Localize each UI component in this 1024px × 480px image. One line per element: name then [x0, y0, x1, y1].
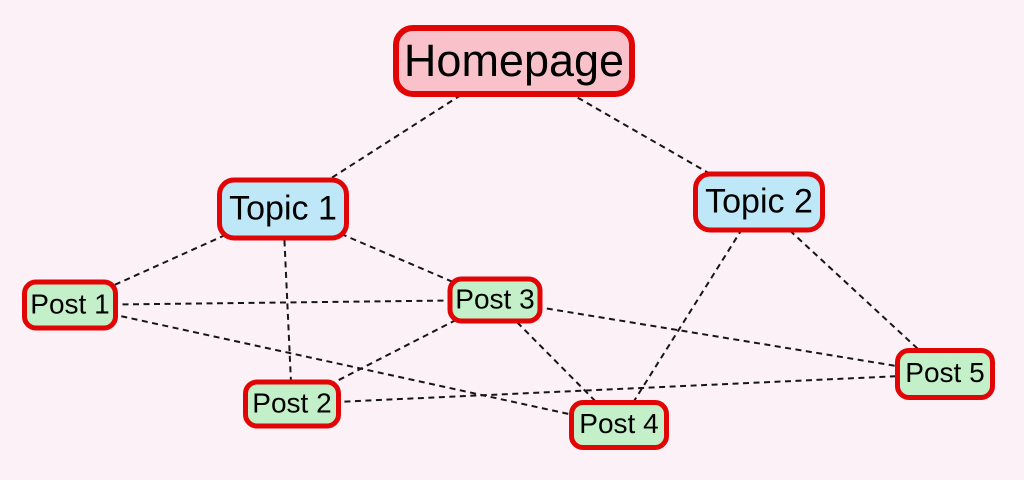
- edge-post-3-post-4: [494, 299, 620, 426]
- node-label-topic-2: Topic 2: [705, 182, 813, 220]
- edge-post-1-post-3: [69, 299, 496, 306]
- node-post-5: Post 5: [895, 348, 995, 400]
- edge-post-3-post-5: [494, 299, 946, 375]
- node-label-post-4: Post 4: [579, 408, 659, 439]
- node-label-topic-1: Topic 1: [229, 189, 337, 227]
- node-label-post-5: Post 5: [905, 357, 985, 388]
- edge-topic-1-post-2: [282, 208, 293, 405]
- node-topic-1: Topic 1: [217, 177, 349, 241]
- node-topic-2: Topic 2: [693, 171, 825, 233]
- node-homepage: Homepage: [393, 25, 635, 97]
- edge-post-2-post-5: [291, 373, 946, 405]
- node-label-homepage: Homepage: [403, 34, 625, 86]
- node-label-post-3: Post 3: [455, 283, 535, 314]
- node-label-post-1: Post 1: [30, 288, 110, 319]
- node-post-4: Post 4: [569, 400, 669, 450]
- node-post-2: Post 2: [243, 379, 341, 429]
- edge-post-1-post-4: [69, 304, 620, 426]
- node-post-3: Post 3: [447, 276, 543, 324]
- edge-topic-2-post-4: [618, 201, 760, 426]
- node-post-1: Post 1: [22, 279, 118, 331]
- node-label-post-2: Post 2: [252, 387, 332, 418]
